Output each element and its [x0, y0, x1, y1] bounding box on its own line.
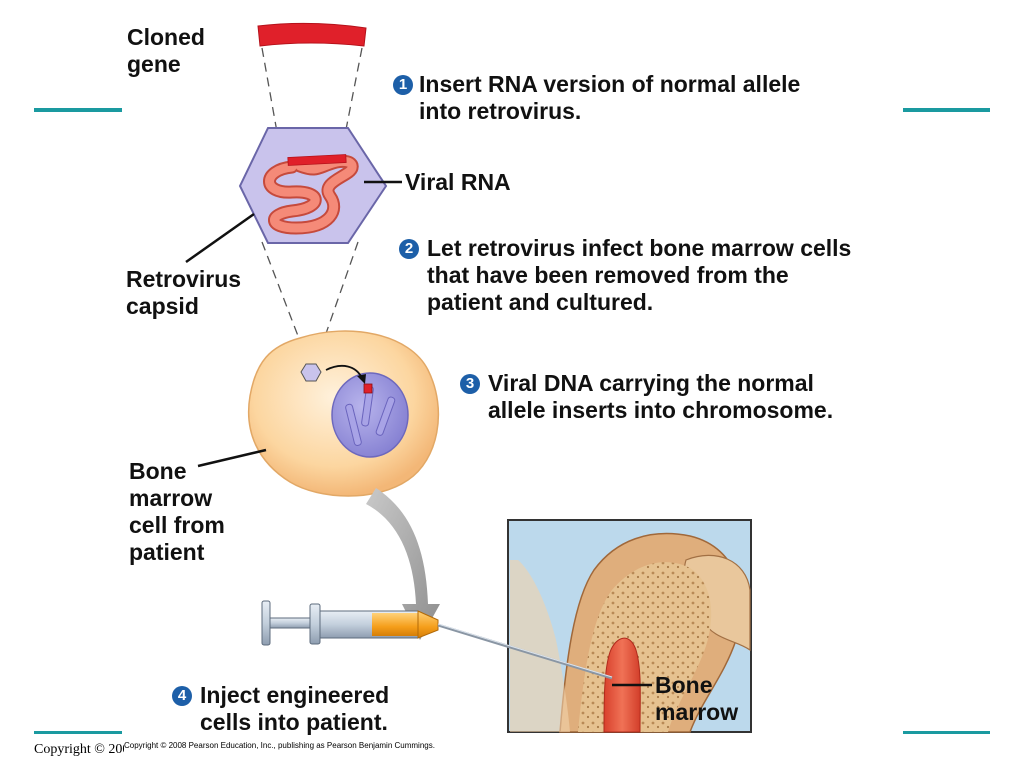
bone-marrow-cell-label-line: patient: [129, 539, 205, 565]
step-4-text: Inject engineered cells into patient.: [200, 682, 389, 736]
step-1-text: Insert RNA version of normal allele into…: [419, 71, 800, 125]
step-4-badge: 4: [172, 686, 192, 706]
step-3-text: Viral DNA carrying the normal allele ins…: [488, 370, 833, 424]
syringe: [261, 600, 613, 680]
bone-marrow-cell-label: Bone marrow cell from patient: [129, 458, 225, 566]
step-text-line: Insert RNA version of normal allele: [419, 71, 801, 97]
step-2-badge: 2: [399, 239, 419, 259]
bone-marrow-cell-label-line: marrow: [129, 485, 213, 511]
capsid-leader: [185, 212, 255, 264]
step-1-badge: 1: [393, 75, 413, 95]
cloned-gene-label-line: gene: [127, 51, 181, 77]
bone-marrow-cell-label-line: Bone: [129, 458, 187, 484]
step-text-line: Let retrovirus infect bone marrow cells: [427, 235, 852, 261]
bone-inset: [507, 519, 752, 733]
bone-marrow-label-line: Bone: [655, 672, 713, 698]
retrovirus-capsid-label-line: capsid: [126, 293, 199, 319]
copyright-notice: Copyright © 2008 Pearson Education, Inc.: [34, 742, 124, 757]
virus-in-cell: [300, 363, 322, 382]
step-2-text: Let retrovirus infect bone marrow cells …: [427, 235, 851, 316]
step-3-badge: 3: [460, 374, 480, 394]
step-text-line: Inject engineered: [200, 682, 390, 708]
cloned-gene-strip: [257, 22, 367, 47]
viral-rna-label: Viral RNA: [405, 169, 511, 195]
step-text-line: that have been removed from the: [427, 262, 789, 288]
retrovirus-capsid-label: Retrovirus capsid: [126, 266, 241, 320]
step-text-line: patient and cultured.: [427, 289, 654, 315]
insertion-arrowhead: [357, 374, 366, 384]
step-text-line: Viral DNA carrying the normal: [488, 370, 814, 396]
accent-rule-bottom-left: [34, 731, 122, 734]
accent-rule-left: [34, 108, 122, 112]
step-text-line: cells into patient.: [200, 709, 388, 735]
viral-rna-gene-segment: [287, 154, 347, 166]
bone-marrow-label: Bone marrow: [655, 672, 738, 726]
accent-rule-bottom-right: [903, 731, 990, 734]
retrovirus-capsid-label-line: Retrovirus: [126, 266, 242, 292]
transfer-arrow: [366, 488, 440, 640]
inserted-gene-marker: [363, 383, 373, 394]
bone-marrow-cell-label-line: cell from: [129, 512, 225, 538]
step-text-line: allele inserts into chromosome.: [488, 397, 834, 423]
cloned-gene-label-line: Cloned: [127, 24, 205, 50]
copyright-notice-small: Copyright © 2008 Pearson Education, Inc.…: [124, 741, 435, 750]
step-text-line: into retrovirus.: [419, 98, 582, 124]
insertion-arrow: [325, 364, 363, 379]
bone-marrow-label-line: marrow: [655, 699, 739, 725]
cell-leader: [197, 448, 267, 468]
cloned-gene-label: Cloned gene: [127, 24, 205, 78]
accent-rule-right: [903, 108, 990, 112]
